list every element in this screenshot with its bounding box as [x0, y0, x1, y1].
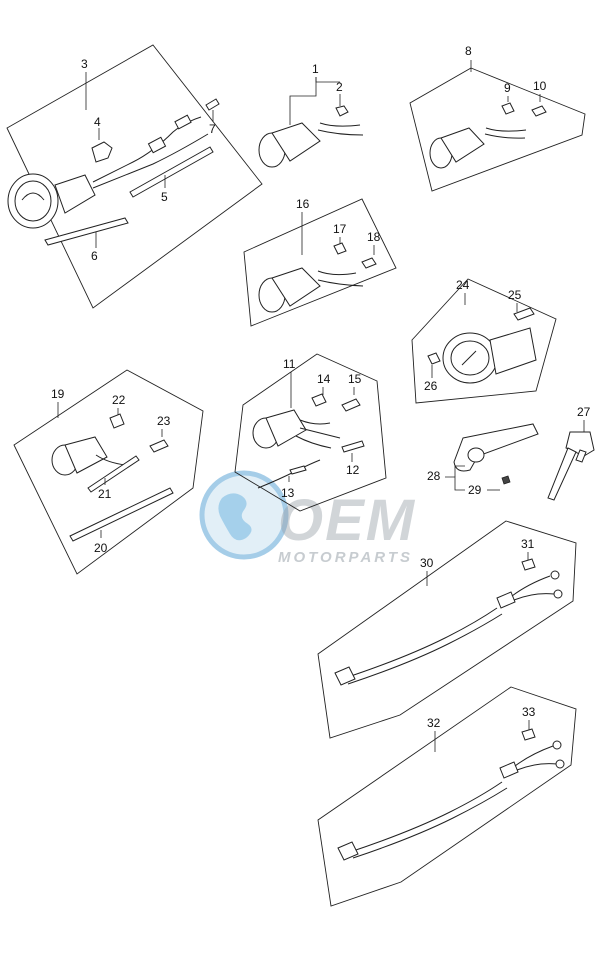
callout-13[interactable]: 13: [281, 486, 295, 500]
panel-3: [6, 44, 263, 309]
gauge-icon: [252, 409, 307, 449]
callout-23[interactable]: 23: [157, 414, 171, 428]
callout-22[interactable]: 22: [112, 393, 126, 407]
watermark-tagline: MOTORPARTS: [278, 549, 413, 566]
part-group-30: 30 31: [317, 520, 577, 739]
callout-14[interactable]: 14: [317, 372, 331, 386]
callout-1[interactable]: 1: [312, 62, 319, 76]
part-group-24: 24 25 26: [411, 278, 557, 404]
callout-4[interactable]: 4: [94, 115, 101, 129]
callout-28[interactable]: 28: [427, 469, 441, 483]
callout-25[interactable]: 25: [508, 288, 522, 302]
part-group-8: 8 9 10: [409, 44, 586, 192]
callout-32[interactable]: 32: [427, 716, 441, 730]
callout-27[interactable]: 27: [577, 405, 591, 419]
callout-10[interactable]: 10: [533, 79, 547, 93]
callout-20[interactable]: 20: [94, 541, 108, 555]
panel-30: [317, 520, 577, 739]
callout-19[interactable]: 19: [51, 387, 65, 401]
panel-11: [234, 353, 387, 512]
callout-7[interactable]: 7: [209, 122, 216, 136]
callout-5[interactable]: 5: [161, 190, 168, 204]
bulb-4: [91, 141, 113, 163]
callout-31[interactable]: 31: [521, 537, 535, 551]
tube-5: [129, 146, 214, 198]
watermark-logo: OEM MOTORPARTS: [199, 470, 416, 566]
callout-29[interactable]: 29: [468, 483, 482, 497]
panel-8: [409, 67, 586, 192]
callout-8[interactable]: 8: [465, 44, 472, 58]
callout-26[interactable]: 26: [424, 379, 438, 393]
callout-15[interactable]: 15: [348, 372, 362, 386]
callout-16[interactable]: 16: [296, 197, 310, 211]
gauge-icon: [7, 173, 96, 229]
part-group-32: 32 33: [317, 686, 577, 907]
globe-icon: [199, 470, 289, 560]
callout-21[interactable]: 21: [98, 487, 112, 501]
callout-24[interactable]: 24: [456, 278, 470, 292]
callout-33[interactable]: 33: [522, 705, 536, 719]
callout-9[interactable]: 9: [504, 81, 511, 95]
callout-18[interactable]: 18: [367, 230, 381, 244]
part-group-1: 1 2: [258, 62, 364, 168]
callout-17[interactable]: 17: [333, 222, 347, 236]
part-group-11: 11 14 15 12 13: [234, 353, 387, 512]
part-group-16: 16 17 18: [243, 197, 397, 327]
callout-11[interactable]: 11: [283, 357, 296, 371]
gauge-icon: [442, 327, 537, 384]
connector-7: [205, 98, 220, 111]
gauge-icon: [429, 127, 485, 169]
callout-6[interactable]: 6: [91, 249, 98, 263]
watermark-brand: OEM: [278, 488, 416, 553]
callout-3[interactable]: 3: [81, 57, 88, 71]
gauge-icon: [51, 436, 108, 476]
part-group-3: 3 7 4 5 6: [6, 44, 263, 309]
gauge-icon: [258, 267, 321, 313]
panel-19: [13, 369, 204, 575]
callout-2[interactable]: 2: [336, 80, 343, 94]
part-group-19: 19 22 23 21 20: [13, 369, 204, 575]
panel-16: [243, 198, 397, 327]
callout-30[interactable]: 30: [420, 556, 434, 570]
part-group-27: 27: [547, 405, 595, 501]
part-group-28: 28 29: [427, 423, 539, 497]
panel-32: [317, 686, 577, 907]
globe-continents: [218, 493, 252, 541]
tie-6: [44, 217, 129, 246]
gauge-icon: [258, 122, 321, 168]
callout-12[interactable]: 12: [346, 463, 360, 477]
panel-24: [411, 278, 557, 404]
